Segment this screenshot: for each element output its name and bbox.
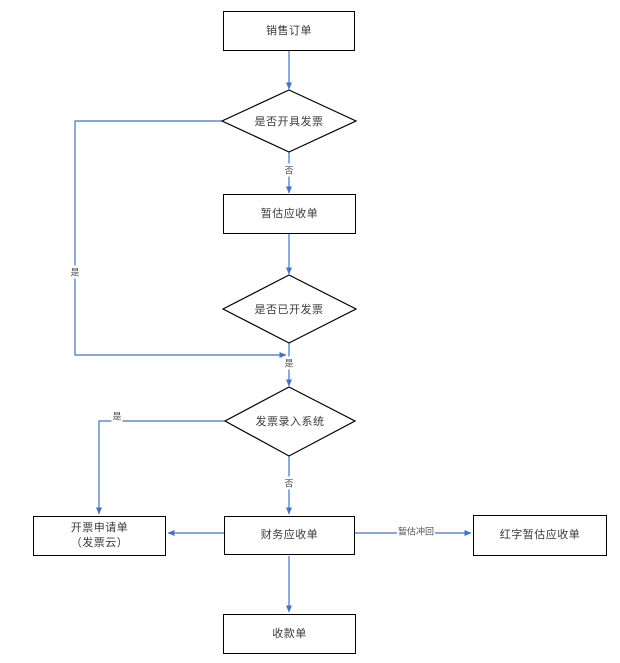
edge-label-no-2: 否 <box>283 476 295 490</box>
diamond-decision-issue-invoice <box>220 89 358 153</box>
edge-label-provisional-reversal: 暂估冲回 <box>396 524 436 538</box>
node-receipt: 收款单 <box>223 614 356 654</box>
node-invoice-application-label-line2: （发票云） <box>70 536 129 549</box>
node-sales-order-label: 销售订单 <box>266 23 312 37</box>
node-red-provisional-receivable-label: 红字暂估应收单 <box>499 528 581 542</box>
edge-decision3-yes <box>96 420 225 515</box>
node-decision-issue-invoice-label: 是否开具发票 <box>254 115 324 128</box>
node-invoice-application-label-line1: 开票申请单 <box>70 521 129 535</box>
edge-label-no-1: 否 <box>283 163 295 177</box>
node-finance-receivable: 财务应收单 <box>224 516 355 555</box>
node-finance-receivable-label: 财务应收单 <box>260 528 319 542</box>
node-invoice-application: 开票申请单 （发票云） <box>33 516 166 556</box>
diamonds-group <box>220 89 358 457</box>
node-provisional-receivable-label: 暂估应收单 <box>260 206 319 220</box>
node-receipt-label: 收款单 <box>272 626 307 640</box>
node-decision-invoice-issued-label: 是否已开发票 <box>254 303 324 316</box>
node-invoice-entry-system-label: 发票录入系统 <box>255 415 325 428</box>
diamond-decision-invoice-issued <box>221 274 358 344</box>
node-red-provisional-receivable: 红字暂估应收单 <box>473 515 607 556</box>
edge-decision1-yes-loop <box>74 120 287 358</box>
edge-label-yes-loop: 是 <box>69 265 81 279</box>
edge-label-yes-3: 是 <box>111 409 123 423</box>
diamond-invoice-entry-system <box>223 386 357 457</box>
node-sales-order: 销售订单 <box>223 11 355 51</box>
node-provisional-receivable: 暂估应收单 <box>223 194 356 234</box>
edge-label-yes-2: 是 <box>283 356 295 370</box>
